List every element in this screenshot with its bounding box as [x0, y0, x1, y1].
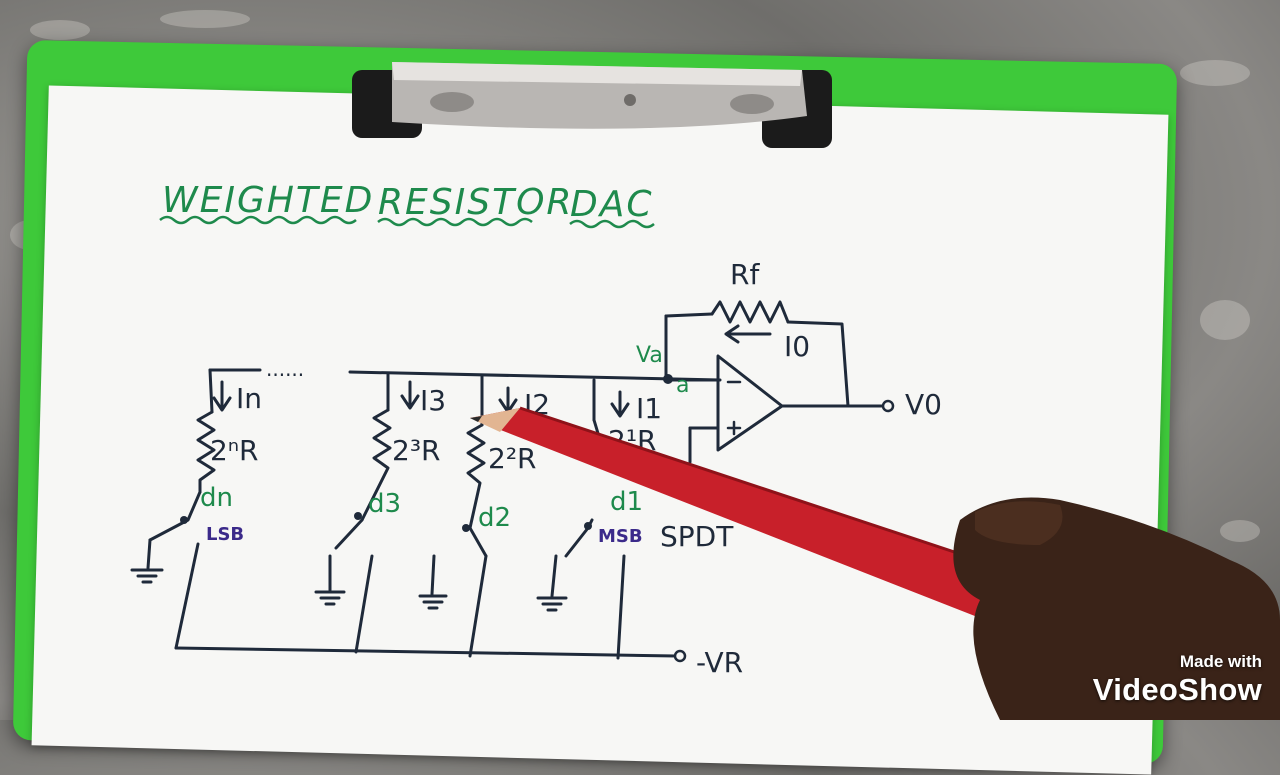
branch-1-current: I1: [636, 392, 662, 425]
branch-3-current: I3: [420, 384, 446, 417]
reference-voltage-label: -VR: [696, 646, 743, 679]
branch-n-bit: dn: [200, 483, 233, 513]
node-voltage-label: Va: [636, 343, 663, 368]
branch-2-resistor: 2²R: [488, 442, 537, 475]
bus-dots: ......: [266, 357, 304, 381]
branch-3-resistor: 2³R: [392, 434, 441, 467]
title-word-1: WEIGHTED: [162, 180, 374, 221]
branch-3-bit: d3: [368, 489, 401, 519]
videoshow-watermark: Made with VideoShow: [1093, 652, 1262, 708]
feedback-resistor-label: Rf: [730, 258, 760, 291]
branch-n-current: In: [236, 382, 262, 415]
switch-type-label: SPDT: [660, 520, 734, 553]
watermark-made-with: Made with: [1179, 652, 1262, 671]
output-current-label: I0: [784, 330, 810, 363]
msb-tag: MSB: [598, 526, 643, 547]
lsb-tag: LSB: [206, 524, 244, 545]
pencil-and-hand: [470, 406, 1280, 720]
branch-1-bit: d1: [610, 487, 643, 517]
branch-n-resistor: 2ⁿR: [210, 434, 258, 467]
clipboard-clip: [352, 62, 832, 148]
watermark-brand: VideoShow: [1092, 672, 1262, 707]
branch-2-bit: d2: [478, 503, 511, 533]
circuit-labels: WEIGHTED RESISTOR DAC Rf I0 V0 -VR .....…: [162, 180, 942, 679]
node-label: a: [676, 373, 689, 398]
title-word-2: RESISTOR: [378, 182, 573, 223]
title-word-3: DAC: [570, 184, 653, 225]
circuit-diagram: [130, 215, 895, 663]
output-voltage-label: V0: [905, 388, 942, 421]
